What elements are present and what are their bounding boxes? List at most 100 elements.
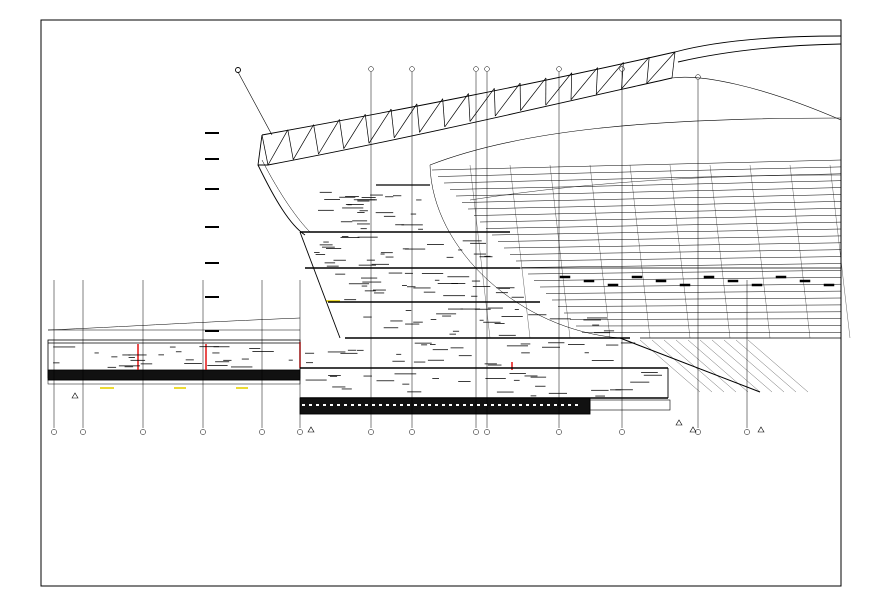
truss-chord-link <box>493 88 496 117</box>
annotation-stroke <box>383 327 399 329</box>
seat-row <box>551 297 842 301</box>
annotation-stroke <box>370 194 383 196</box>
truss-chord-link <box>339 119 345 149</box>
seat-row <box>437 166 842 177</box>
drawing-border <box>40 19 842 587</box>
annotation-stroke <box>364 290 376 292</box>
annotation-stroke <box>494 323 505 324</box>
foundation-void <box>463 404 466 406</box>
foundation-void <box>372 404 375 406</box>
annotation-stroke <box>326 248 342 249</box>
truss-chord-link <box>261 134 269 166</box>
grid-bubble-top <box>695 74 701 80</box>
lower-tier-line <box>723 339 785 393</box>
grid-bubble-top <box>409 66 415 72</box>
annotation-stroke <box>530 376 547 378</box>
annotation-stroke <box>421 273 444 274</box>
annotation-stroke <box>495 292 508 294</box>
truss-chord-link <box>313 124 319 155</box>
aisle-line <box>589 164 611 339</box>
truss-chord-link <box>416 103 420 133</box>
seat-row <box>539 283 842 288</box>
annotation-stroke <box>416 199 422 201</box>
aisle-line <box>829 164 851 339</box>
annotation-stroke <box>388 272 403 274</box>
annotation-stroke <box>407 391 422 393</box>
annotation-stroke <box>344 299 357 301</box>
annotation-stroke <box>122 354 131 356</box>
annotation-stroke <box>305 352 315 354</box>
annotation-stroke <box>341 388 352 390</box>
annotation-stroke <box>319 191 332 193</box>
annotation-stroke <box>324 199 340 200</box>
annotation-stroke <box>341 236 349 237</box>
grid-bubble <box>297 429 303 435</box>
annotation-stroke <box>374 292 385 294</box>
annotation-stroke <box>324 262 336 264</box>
annotation-stroke <box>514 309 519 310</box>
annotation-stroke <box>252 351 274 352</box>
annotation-stroke <box>498 334 516 336</box>
annotation-stroke <box>414 342 432 344</box>
foundation-void <box>477 404 480 406</box>
foundation-void <box>449 404 452 406</box>
foundation-void <box>421 404 424 406</box>
foundation-void <box>512 404 515 406</box>
annotation-stroke <box>496 391 514 393</box>
annotation-stroke <box>548 392 567 394</box>
annotation-stroke <box>361 197 376 198</box>
annotation-stroke <box>306 362 313 364</box>
annotation-stroke <box>530 395 537 397</box>
foundation-void <box>393 404 396 406</box>
seat-row <box>467 201 842 210</box>
annotation-stroke <box>452 330 460 332</box>
annotation-stroke <box>185 359 194 361</box>
annotation-stroke <box>380 253 385 255</box>
seat-row <box>443 173 842 184</box>
annotation-stroke <box>361 285 368 287</box>
annotation-stroke <box>360 228 367 230</box>
truss-diagonal <box>267 129 289 166</box>
lower-tier-line <box>639 339 701 393</box>
truss-chord-link <box>595 67 598 95</box>
annotation-stroke <box>471 295 478 297</box>
annotation-stroke <box>471 280 481 282</box>
foundation-void <box>309 404 312 406</box>
annotation-stroke <box>393 195 402 197</box>
annotation-stroke <box>207 365 228 366</box>
annotation-stroke <box>460 308 481 310</box>
annotation-stroke <box>169 346 176 348</box>
foundation-void <box>435 404 438 406</box>
annotation-stroke <box>347 204 352 206</box>
foundation-void <box>456 404 459 406</box>
annotation-stroke <box>407 286 416 288</box>
annotation-stroke <box>380 252 393 254</box>
annotation-stroke <box>405 323 420 325</box>
annotation-stroke <box>594 332 611 334</box>
foundation-void <box>519 404 522 406</box>
annotation-stroke <box>450 347 464 349</box>
annotation-stroke <box>615 389 633 391</box>
annotation-stroke <box>94 352 99 354</box>
truss-diagonal <box>494 82 521 117</box>
annotation-stroke <box>107 366 117 368</box>
foundation-void <box>358 404 361 406</box>
annotation-stroke <box>249 348 261 349</box>
truss-chord-link <box>442 98 446 127</box>
annotation-stroke <box>383 215 396 217</box>
annotation-stroke <box>458 355 472 357</box>
annotation-stroke <box>358 264 376 266</box>
annotation-stroke <box>111 356 118 358</box>
truss-chord-link <box>390 109 395 138</box>
annotation-stroke <box>484 363 497 365</box>
grid-bubble <box>80 429 86 435</box>
seat-row <box>503 242 842 249</box>
annotation-stroke <box>448 308 463 310</box>
lower-tier-line <box>699 339 761 393</box>
annotation-stroke <box>521 352 530 354</box>
foundation-void <box>400 404 403 406</box>
foundation-void <box>330 404 333 406</box>
yellow-markers <box>100 300 340 389</box>
aisle-line <box>509 164 531 339</box>
annotation-stroke <box>158 354 164 356</box>
